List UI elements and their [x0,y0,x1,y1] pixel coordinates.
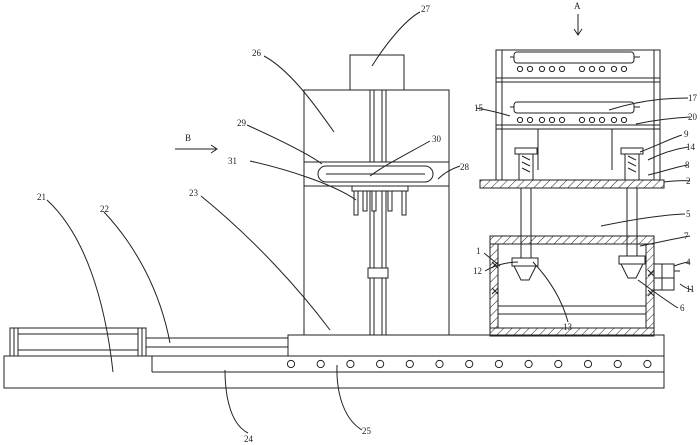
bolt-hole [583,359,593,369]
label-23: 23 [189,188,199,198]
label-13: 13 [563,322,573,332]
right-rack [495,49,661,181]
rack-hole [610,116,618,124]
label-31: 31 [228,156,237,166]
rack-hole [526,65,534,73]
label-21: 21 [37,192,46,202]
rack-hole [538,65,546,73]
rack-hole [526,116,534,124]
punch-pins [351,185,409,216]
label-17: 17 [688,93,698,103]
label-8: 8 [685,160,690,170]
rack-hole [516,116,524,124]
label-5: 5 [686,209,691,219]
bolt-hole [346,359,355,369]
label-12: 12 [473,266,482,276]
label-9: 9 [684,129,689,139]
label-26: 26 [252,48,262,58]
press-frame [303,89,450,336]
label-30: 30 [432,134,442,144]
rack-hole [610,65,618,73]
rack-hole [578,116,586,124]
label-4: 4 [686,257,691,267]
bolt-hole [286,359,296,369]
base-platform [3,355,665,389]
bolt-hole [613,359,622,369]
hatched-plate [479,179,665,189]
label-25: 25 [362,426,372,436]
left-screw [514,147,538,259]
view-label-a: A [574,1,581,11]
bolt-hole [494,359,503,369]
view-arrow-a [573,14,583,36]
leader-lines [46,11,693,434]
motor [349,54,405,91]
rack-hole [620,65,628,73]
bolt-hole [554,359,563,369]
bolt-hole-row [286,359,652,369]
label-20: 20 [688,112,698,122]
bolt-hole [524,359,533,369]
view-label-b: B [185,133,191,143]
rack-hole [598,65,606,73]
slot-plate [303,161,450,187]
view-arrow-b [175,144,218,154]
rack-hole [538,116,546,124]
label-1: 1 [476,246,481,256]
bolt-hole [405,359,414,369]
bolt-hole [435,359,444,369]
central-bed [287,334,665,357]
label-11: 11 [686,284,695,294]
label-27: 27 [421,4,431,14]
rack-hole [516,65,524,73]
label-15: 15 [474,103,484,113]
label-22: 22 [100,204,109,214]
right-screw [620,147,644,259]
side-bracket [653,263,680,291]
rack-hole [598,116,606,124]
rack-hole [578,65,586,73]
bolt-hole [376,359,385,369]
bolt-hole [643,359,652,369]
label-7: 7 [684,231,689,241]
rack-hole [558,116,566,124]
right-cutter [618,255,646,279]
label-24: 24 [244,434,254,444]
reference-numerals: 21 22 23 24 25 26 27 29 30 31 28 15 17 2… [37,1,698,444]
bolt-hole [465,359,474,369]
left-cylinder [9,327,289,357]
rack-hole [588,65,596,73]
left-cutter [511,257,539,281]
rack-hole [558,65,566,73]
label-28: 28 [460,162,470,172]
rack-hole [588,116,596,124]
rack-hole [620,116,628,124]
rack-hole [548,65,556,73]
label-2: 2 [686,176,691,186]
label-14: 14 [686,142,696,152]
label-6: 6 [680,303,685,313]
rack-hole [548,116,556,124]
bolt-hole [316,359,325,369]
label-29: 29 [237,118,247,128]
